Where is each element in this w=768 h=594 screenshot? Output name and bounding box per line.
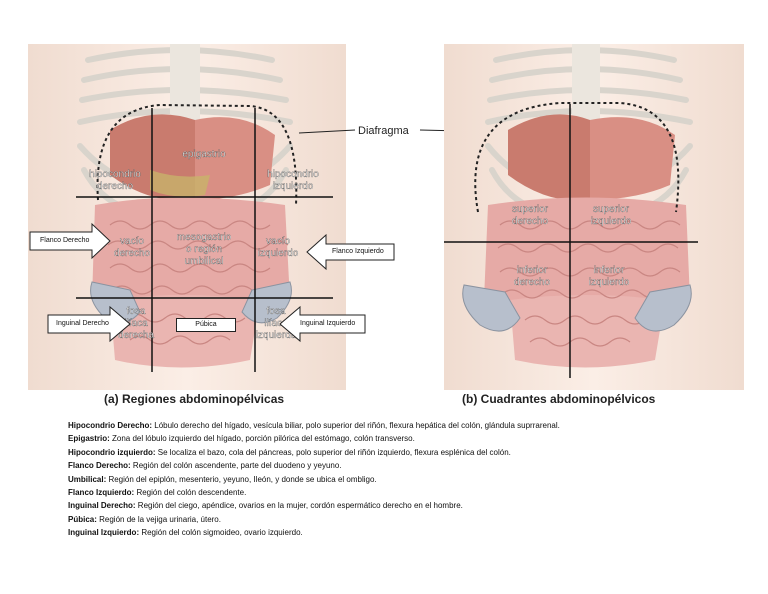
note-text: Lóbulo derecho del hígado, vesícula bili…: [152, 421, 560, 430]
diaphragm-line-b: [474, 102, 680, 213]
note-line: Hipocondrio Derecho: Lóbulo derecho del …: [68, 419, 748, 432]
callout-flanco-derecho: Flanco Derecho: [40, 237, 90, 244]
caption-panel-a: (a) Regiones abdominopélvicas: [104, 392, 285, 406]
region-grid: [76, 108, 333, 372]
quadrant-grid: [444, 104, 698, 378]
diafragma-leader: [298, 129, 356, 134]
note-line: Hipocondrio izquierdo: Se localiza el ba…: [68, 446, 748, 459]
note-term: Umbilical:: [68, 474, 107, 484]
note-text: Región de la vejiga urinaria, útero.: [96, 514, 221, 524]
callout-arrows: [29, 222, 395, 343]
region-notes: Hipocondrio Derecho: Lóbulo derecho del …: [68, 419, 748, 540]
gallbladder: [150, 170, 210, 197]
pelvis-right-b: [462, 284, 521, 332]
arrow-inguinal-izquierdo: [279, 305, 366, 343]
pelvis-left-b: [634, 284, 692, 332]
note-term: Epigastrio:: [68, 434, 110, 444]
callout-inguinal-derecho: Inguinal Derecho: [56, 320, 109, 327]
diafragma-label: Diafragma: [358, 125, 410, 137]
intestines: [92, 197, 290, 368]
callout-pubica: Púbica: [176, 318, 236, 332]
note-line: Púbica: Región de la vejiga urinaria, út…: [68, 513, 748, 526]
note-term: Hipocondrio izquierdo:: [68, 447, 156, 457]
note-term: Flanco Izquierdo:: [68, 487, 135, 497]
note-term: Inguinal Derecho:: [68, 501, 136, 511]
note-term: Inguinal Izquierdo:: [68, 528, 140, 538]
callout-inguinal-izquierdo: Inguinal Izquierdo: [300, 320, 356, 327]
note-text: Región del colón descendente.: [134, 487, 247, 497]
intestines-b: [484, 197, 690, 368]
note-line: Inguinal Derecho: Región del ciego, apén…: [68, 499, 748, 512]
diaphragm-line: [96, 103, 298, 206]
note-term: Flanco Derecho:: [68, 461, 131, 471]
note-term: Púbica:: [68, 514, 97, 524]
stomach-b: [590, 117, 675, 200]
note-line: Umbilical: Región del epiplón, mesenteri…: [68, 473, 748, 486]
note-term: Hipocondrio Derecho:: [68, 421, 153, 430]
note-text: Zona del lóbulo izquierdo del hígado, po…: [109, 434, 415, 444]
label-epigastrio: epigastrio: [182, 149, 226, 160]
note-text: Región del colón sigmoideo, ovario izqui…: [139, 528, 303, 538]
arrow-flanco-izquierdo: [306, 233, 395, 271]
note-line: Epigastrio: Zona del lóbulo izquierdo de…: [68, 432, 748, 445]
note-text: Región del colón ascendente, parte del d…: [130, 461, 342, 471]
note-text: Región del epiplón, mesenterio, yeyuno, …: [106, 474, 377, 484]
note-text: Se localiza el bazo, cola del páncreas, …: [155, 447, 511, 457]
callout-flanco-izquierdo: Flanco Izquierdo: [332, 248, 384, 255]
note-text: Región del ciego, apéndice, ovarios en l…: [135, 501, 463, 511]
caption-panel-b: (b) Cuadrantes abdominopélvicos: [462, 392, 656, 406]
arrow-inguinal-derecho: [47, 305, 131, 343]
note-line: Flanco Izquierdo: Región del colón desce…: [68, 486, 748, 499]
arrow-flanco-derecho: [29, 222, 111, 260]
note-line: Inguinal Izquierdo: Región del colón sig…: [68, 526, 748, 539]
note-line: Flanco Derecho: Región del colón ascende…: [68, 459, 748, 472]
